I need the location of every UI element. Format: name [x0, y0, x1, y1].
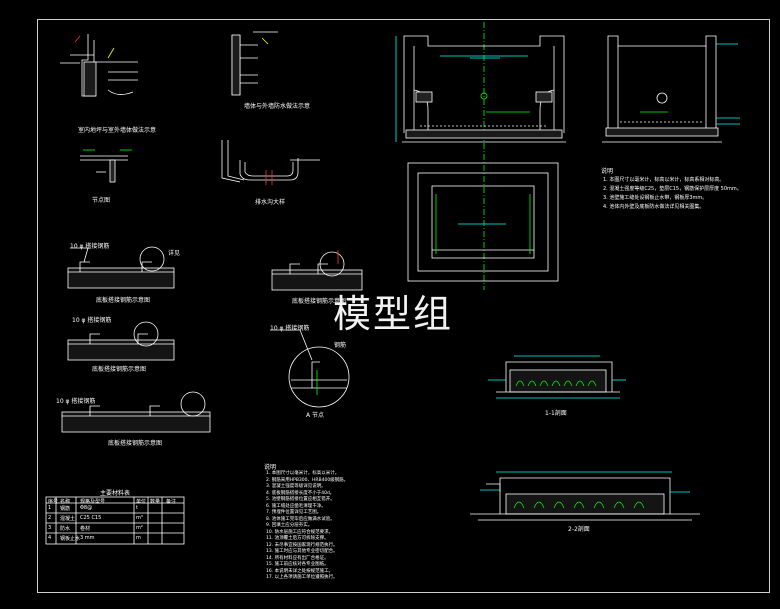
watermark-text: 模型组 [333, 292, 454, 336]
left-note-line: 11. 池顶覆土后方可拆除支撑。 [266, 536, 329, 541]
table-cell: 3 [48, 525, 52, 531]
left-note-line: 16. 本说明未详之处按规范施工。 [266, 568, 334, 574]
left-note-line: 7. 预埋件位置详见工艺图。 [266, 510, 322, 515]
table-cell: m³ [136, 515, 143, 521]
table-cell: 3 mm [80, 535, 95, 541]
left-note-line: 14. 所有材料应有出厂合格证。 [266, 555, 329, 561]
table-cell: 4 [48, 535, 52, 541]
section-2-2-drawing [470, 471, 700, 521]
table-cell: m [136, 535, 141, 541]
section-2-2-arches [513, 501, 645, 509]
left-note-line: 6. 施工缝处应凿毛清理干净。 [266, 503, 326, 509]
left-note-line: 4. 底板钢筋搭接长度不小于40d。 [266, 490, 335, 496]
table-cell: 1 [48, 505, 52, 511]
table-header-cell: 单位 [136, 499, 147, 505]
left-note-line: 9. 回填土应分层夯实。 [266, 523, 313, 528]
left-note-line: 15. 施工前应核对各专业图纸。 [266, 562, 329, 567]
slab1-bar-label: 10 φ 搭接钢筋 [70, 243, 110, 250]
circle-bar-label: 10 φ 搭接钢筋 [270, 325, 310, 332]
left-note-line: 8. 池体施工完毕后应做满水试验。 [266, 516, 335, 522]
slab4-caption: 底板搭接钢筋示意图 [292, 298, 347, 305]
slab-section-1 [67, 246, 175, 289]
drawing-border-frame [37, 19, 770, 593]
slab1-caption: 底板搭接钢筋示意图 [96, 297, 151, 304]
table-header-cell: 规格及型号 [80, 499, 106, 505]
slab-section-4 [271, 250, 363, 291]
tank-plan-view [407, 162, 559, 282]
wall-waterproof-caption: 墙体与外墙防水做法示意 [244, 103, 311, 110]
wall-detail-drawing [60, 34, 138, 97]
right-note-line: 3. 池壁施工缝处设钢板止水带，钢板厚3mm。 [603, 195, 708, 201]
table-cell: C25 C15 [80, 515, 102, 521]
table-cell: Φ8@ [80, 505, 93, 511]
table-cell: 2 [48, 515, 52, 521]
left-note-line: 17. 以上各项请施工单位遵照执行。 [266, 575, 338, 580]
table-cell: t [136, 505, 138, 511]
table-cell: 钢筋 [60, 506, 71, 512]
left-note-line: 5. 池壁钢筋搭接位置应相互错开。 [266, 497, 335, 502]
slab-section-2 [67, 321, 175, 361]
tank-side-elevation [602, 35, 740, 143]
section-2-2-caption: 2-2剖面 [568, 526, 590, 533]
slab2-caption: 底板搭接钢筋示意图 [92, 366, 147, 373]
material-table-lines [45, 496, 185, 545]
circle-caption: A 节点 [306, 412, 325, 419]
table-cell: 钢板止水 [60, 536, 81, 542]
slab3-bar-label: 10 φ 搭接钢筋 [56, 398, 96, 405]
node-plan-drawing [80, 149, 132, 183]
slab1-tag-label: 详见 [168, 250, 181, 257]
right-note-line: 1. 本图尺寸以毫米计，标高以米计，标高系相对标高。 [603, 177, 725, 183]
left-note-line: 10. 防水层施工应符合规范要求。 [266, 529, 334, 535]
left-notes-title: 说明 [264, 464, 277, 471]
wall-waterproof-detail [231, 31, 278, 96]
left-note-line: 13. 施工时应与其他专业密切配合。 [266, 549, 338, 554]
section-1-1-arches [515, 380, 597, 387]
section-1-1-drawing [488, 355, 626, 399]
tank-elevation-main [395, 22, 566, 290]
left-note-line: 12. 未尽事宜按国家现行规范执行。 [266, 542, 338, 548]
wall-detail-caption: 室内地坪与室外墙体做法示意 [78, 127, 157, 134]
left-note-line: 2. 钢筋采用HPB300、HRB400级钢筋。 [266, 477, 349, 483]
circle-tag-label: 钢筋 [334, 342, 347, 349]
table-header-cell: 备注 [166, 499, 177, 505]
table-header-cell: 数量 [150, 499, 161, 505]
table-cell: m² [136, 525, 143, 531]
table-header-cell: 序号 [48, 499, 59, 505]
node-plan-caption: 节点图 [92, 197, 111, 204]
table-cell: 混凝土 [60, 516, 76, 522]
drain-detail-drawing [221, 140, 320, 185]
table-header-cell: 名称 [60, 499, 71, 505]
table-cell: 防水 [60, 526, 71, 532]
left-note-line: 1. 本图尺寸以毫米计，标高以米计。 [266, 471, 340, 476]
table-title: 主要材料表 [100, 490, 131, 497]
slab-section-3 [61, 391, 211, 433]
right-notes-title: 说明 [601, 168, 614, 175]
section-1-1-caption: 1-1剖面 [545, 410, 567, 417]
right-note-line: 2. 混凝土强度等级C25，垫层C15，钢筋保护层厚度 50mm。 [603, 186, 742, 192]
drain-caption: 排水沟大样 [255, 199, 286, 206]
slab2-bar-label: 10 φ 搭接钢筋 [72, 317, 112, 324]
table-cell: 卷材 [80, 526, 91, 532]
circle-detail [270, 329, 350, 408]
left-note-line: 3. 混凝土强度等级详见说明。 [266, 484, 326, 489]
slab3-caption: 底板搭接钢筋示意图 [108, 440, 163, 447]
right-note-line: 4. 池体内外壁及底板防水做法详见相关图集。 [603, 204, 705, 210]
